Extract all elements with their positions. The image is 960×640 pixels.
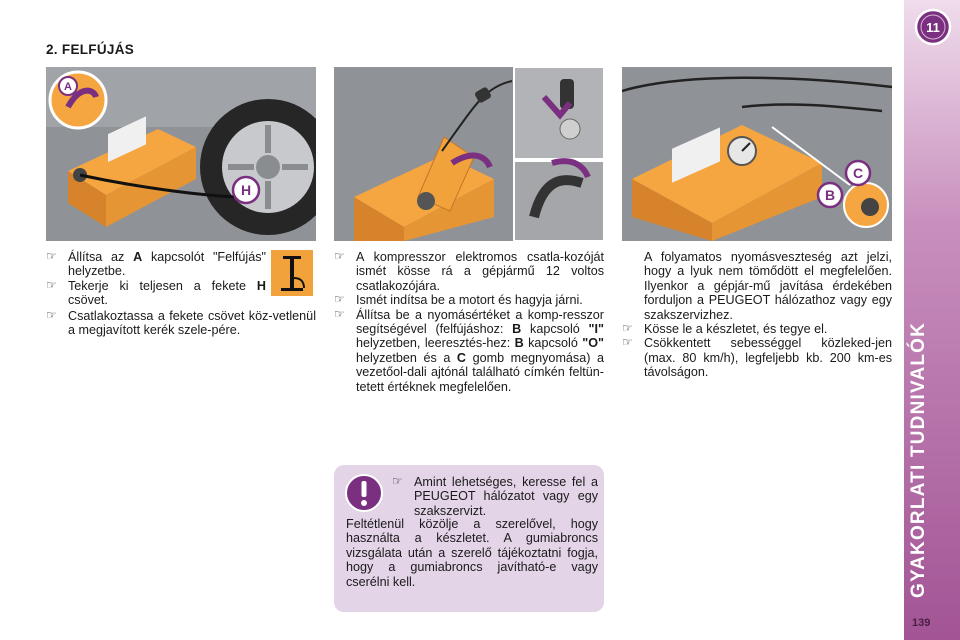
callout-b: B: [825, 187, 835, 203]
callout-a: A: [64, 81, 72, 93]
column-2: A kompresszor elektromos csatla-kozóját …: [334, 249, 604, 394]
warning-visit-network: Amint lehetséges, keresse fel a PEUGEOT …: [392, 474, 598, 518]
step-drive-reduced-speed: Csökkentett sebességgel közleked-jen (ma…: [622, 335, 892, 379]
step-connect-hose: Csatlakoztassa a fekete csövet köz-vetle…: [46, 308, 316, 338]
illustration-power-socket: [334, 67, 604, 241]
tyre-inflator-icon: [271, 250, 313, 296]
step-restart-engine: Ismét indítsa be a motort és hagyja járn…: [334, 292, 604, 307]
chapter-side-band: [904, 0, 960, 640]
illustration-compressor-gauge: C B: [622, 67, 892, 241]
step-unwind-hose: Tekerje ki teljesen a fekete H csövet.: [46, 278, 266, 308]
page-number: 139: [912, 617, 931, 629]
exclamation-icon: [345, 474, 383, 512]
chapter-badge: 11: [914, 8, 952, 46]
column-1: Állítsa az A kapcsolót "Felfújás" helyze…: [46, 249, 266, 308]
illustration-compressor-wheel: A H: [46, 67, 316, 241]
power-socket-drawing: [334, 67, 604, 241]
step-reconnect-plug: A kompresszor elektromos csatla-kozóját …: [334, 249, 604, 293]
pressure-loss-note: A folyamatos nyomásveszteség azt jelzi, …: [644, 250, 892, 322]
warning-box: Amint lehetséges, keresse fel a PEUGEOT …: [334, 465, 604, 612]
callout-h: H: [241, 182, 251, 198]
step-disconnect-kit: Kösse le a készletet, és tegye el.: [622, 321, 892, 336]
step-adjust-pressure: Állítsa be a nyomásértéket a komp-resszo…: [334, 307, 604, 394]
step-switch-a: Állítsa az A kapcsolót "Felfújás" helyze…: [46, 249, 266, 279]
callout-c: C: [853, 165, 863, 181]
compressor-wheel-drawing: A H: [46, 67, 316, 241]
section-title: 2. FELFÚJÁS: [46, 42, 135, 57]
chapter-number: 11: [926, 20, 940, 35]
chapter-title: GYAKORLATI TUDNIVALÓK: [908, 321, 929, 598]
column-3: A folyamatos nyomásveszteség azt jelzi, …: [622, 250, 892, 380]
compressor-gauge-drawing: C B: [622, 67, 892, 241]
column-1-continued: Csatlakoztassa a fekete csövet köz-vetle…: [46, 308, 316, 338]
warning-inform-mechanic: Feltétlenül közölje a szerelővel, hogy h…: [346, 517, 598, 589]
